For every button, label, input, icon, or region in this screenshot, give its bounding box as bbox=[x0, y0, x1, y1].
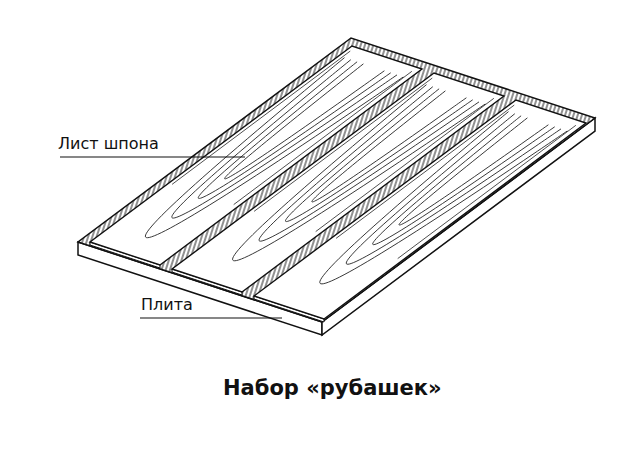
diagram-title: Набор «рубашек» bbox=[223, 376, 442, 400]
sheet-face bbox=[254, 100, 586, 319]
part-label: Лист шпона bbox=[58, 135, 159, 153]
leader-line bbox=[140, 317, 282, 318]
veneer-sheet bbox=[254, 100, 586, 322]
board-top-face bbox=[78, 38, 595, 322]
wood-grain bbox=[398, 125, 576, 258]
wood-grain bbox=[346, 114, 561, 265]
leader-line bbox=[60, 156, 245, 157]
part-label: Плита bbox=[141, 296, 193, 314]
wood-grain bbox=[399, 118, 548, 225]
wood-grain bbox=[336, 105, 514, 238]
wood-grain bbox=[320, 112, 568, 284]
veneer-sheets bbox=[90, 46, 586, 322]
wood-grain bbox=[373, 116, 555, 245]
